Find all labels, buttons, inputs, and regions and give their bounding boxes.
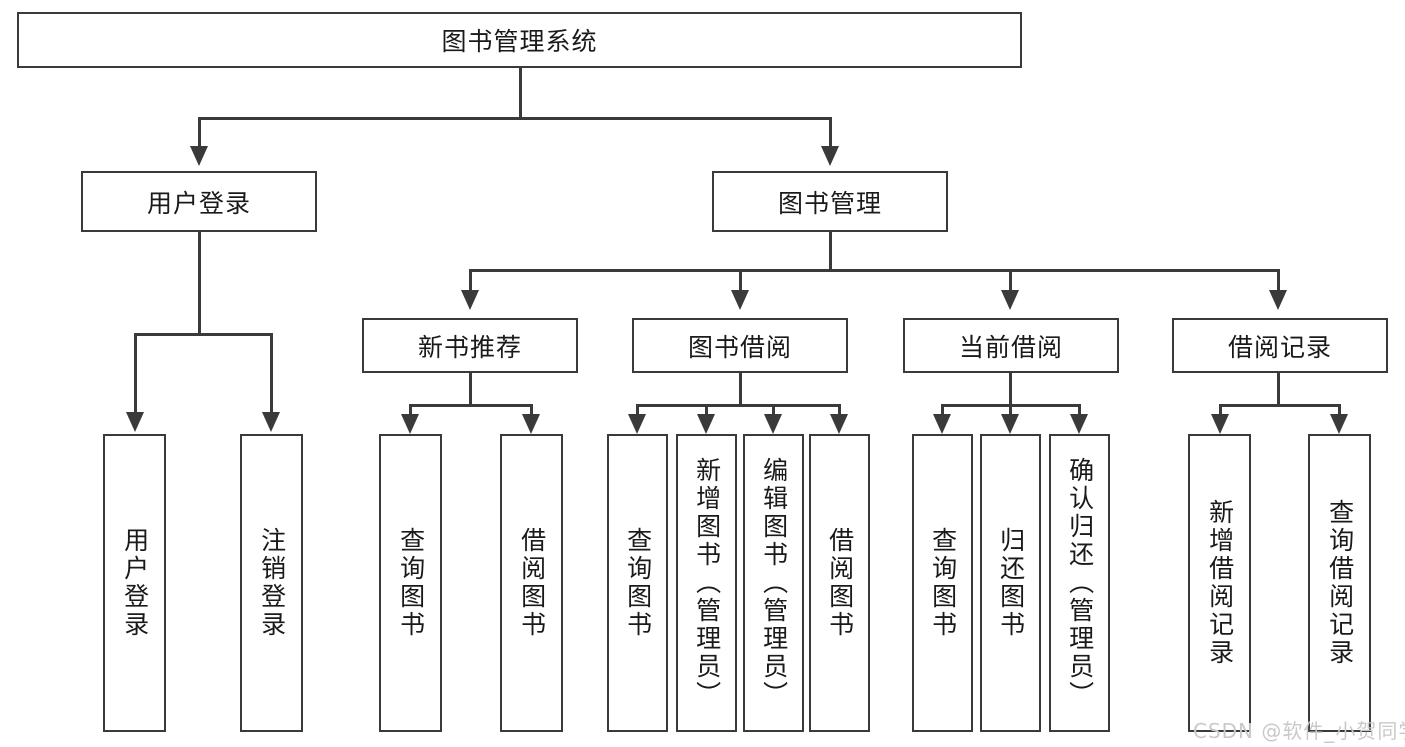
node-label: 用户登录 <box>146 188 251 218</box>
node-label: 查询图书 <box>928 527 958 639</box>
arrow-new-book-leaf2 <box>522 414 540 434</box>
connector-book-borrow-leaf1 <box>636 404 639 415</box>
arrow-book-borrow-leaf4 <box>830 414 848 434</box>
arrow-user-login-leaf1 <box>126 412 144 432</box>
arrow-to-user-login <box>190 146 208 166</box>
csdn-watermark: CSDN @软件_小贺同学 <box>1193 719 1405 743</box>
node-leaf-query-book-current[interactable]: 查询图书 <box>912 434 973 732</box>
connector-to-borrow-record <box>1277 269 1280 291</box>
arrow-new-book-leaf1 <box>401 414 419 434</box>
arrow-to-book-manage <box>821 146 839 166</box>
connector-borrow-record-leaf1 <box>1219 404 1222 415</box>
node-leaf-query-book-borrow[interactable]: 查询图书 <box>607 434 668 732</box>
node-label: 编辑图书（管理员） <box>759 457 789 709</box>
connector-new-book-bar <box>409 404 533 407</box>
node-label: 图书借阅 <box>687 332 792 362</box>
connector-new-book-leaf2 <box>530 404 533 415</box>
node-leaf-query-book-recommend[interactable]: 查询图书 <box>379 434 442 732</box>
node-label: 用户登录 <box>120 527 150 639</box>
connector-to-current-borrow <box>1009 269 1012 291</box>
connector-user-login-leaf1 <box>134 333 137 413</box>
node-leaf-logout[interactable]: 注销登录 <box>240 434 303 732</box>
node-leaf-add-borrow-record[interactable]: 新增借阅记录 <box>1188 434 1251 732</box>
node-leaf-borrow-book[interactable]: 借阅图书 <box>809 434 870 732</box>
node-leaf-add-book-admin[interactable]: 新增图书（管理员） <box>676 434 737 732</box>
arrow-borrow-record-leaf1 <box>1211 414 1229 434</box>
connector-user-login-bar <box>134 333 273 336</box>
connector-root-bar <box>198 117 832 120</box>
arrow-borrow-record-leaf2 <box>1330 414 1348 434</box>
node-label: 查询图书 <box>623 527 653 639</box>
connector-to-user-login <box>198 117 201 147</box>
node-root-system[interactable]: 图书管理系统 <box>17 12 1022 68</box>
connector-to-book-borrow <box>739 269 742 291</box>
arrow-book-borrow-leaf2 <box>697 414 715 434</box>
arrow-to-borrow-record <box>1269 290 1287 310</box>
arrow-book-borrow-leaf1 <box>628 414 646 434</box>
connector-to-new-book <box>469 269 472 291</box>
connector-current-borrow-leaf3 <box>1078 404 1081 415</box>
node-leaf-edit-book-admin[interactable]: 编辑图书（管理员） <box>743 434 804 732</box>
node-label: 查询借阅记录 <box>1325 499 1355 667</box>
node-book-borrow[interactable]: 图书借阅 <box>632 318 848 373</box>
node-label: 借阅记录 <box>1227 332 1332 362</box>
node-user-login[interactable]: 用户登录 <box>81 171 317 232</box>
connector-borrow-record-stem <box>1277 373 1280 406</box>
connector-user-login-stem <box>198 232 201 335</box>
connector-book-manage-stem <box>829 232 832 271</box>
arrow-book-borrow-leaf3 <box>764 414 782 434</box>
node-leaf-user-login[interactable]: 用户登录 <box>103 434 166 732</box>
node-label: 借阅图书 <box>825 527 855 639</box>
node-label: 新书推荐 <box>417 332 522 362</box>
arrow-current-borrow-leaf3 <box>1070 414 1088 434</box>
node-current-borrow[interactable]: 当前借阅 <box>903 318 1119 373</box>
node-label: 借阅图书 <box>517 527 547 639</box>
arrow-to-book-borrow <box>731 290 749 310</box>
connector-book-borrow-leaf4 <box>838 404 841 415</box>
connector-book-borrow-stem <box>739 373 742 406</box>
node-leaf-borrow-book-recommend[interactable]: 借阅图书 <box>500 434 563 732</box>
node-label: 当前借阅 <box>958 332 1063 362</box>
connector-borrow-record-bar <box>1219 404 1341 407</box>
node-leaf-confirm-return-admin[interactable]: 确认归还（管理员） <box>1049 434 1110 732</box>
connector-book-borrow-leaf2 <box>705 404 708 415</box>
connector-book-borrow-bar <box>636 404 840 407</box>
node-label: 新增借阅记录 <box>1205 499 1235 667</box>
connector-root-stem <box>519 68 522 118</box>
connector-to-book-manage <box>829 117 832 147</box>
node-borrow-record[interactable]: 借阅记录 <box>1172 318 1388 373</box>
node-label: 归还图书 <box>996 527 1026 639</box>
connector-new-book-leaf1 <box>409 404 412 415</box>
node-label: 确认归还（管理员） <box>1065 457 1095 709</box>
node-new-book-recommend[interactable]: 新书推荐 <box>362 318 578 373</box>
node-label: 新增图书（管理员） <box>692 457 722 709</box>
node-label: 查询图书 <box>396 527 426 639</box>
arrow-to-new-book <box>461 290 479 310</box>
arrow-current-borrow-leaf1 <box>933 414 951 434</box>
node-leaf-return-book[interactable]: 归还图书 <box>980 434 1041 732</box>
node-label: 图书管理系统 <box>441 27 598 56</box>
connector-book-manage-bar <box>469 269 1280 272</box>
node-label: 注销登录 <box>257 527 287 639</box>
arrow-to-current-borrow <box>1001 290 1019 310</box>
arrow-current-borrow-leaf2 <box>1001 414 1019 434</box>
connector-borrow-record-leaf2 <box>1338 404 1341 415</box>
connector-new-book-stem <box>469 373 472 406</box>
arrow-user-login-leaf2 <box>262 412 280 432</box>
node-book-management[interactable]: 图书管理 <box>712 171 948 232</box>
node-label: 图书管理 <box>777 188 882 218</box>
connector-user-login-leaf2 <box>270 333 273 413</box>
connector-book-borrow-leaf3 <box>772 404 775 415</box>
connector-current-borrow-leaf2 <box>1009 404 1012 415</box>
node-leaf-query-borrow-record[interactable]: 查询借阅记录 <box>1308 434 1371 732</box>
connector-current-borrow-leaf1 <box>941 404 944 415</box>
connector-current-borrow-stem <box>1009 373 1012 406</box>
